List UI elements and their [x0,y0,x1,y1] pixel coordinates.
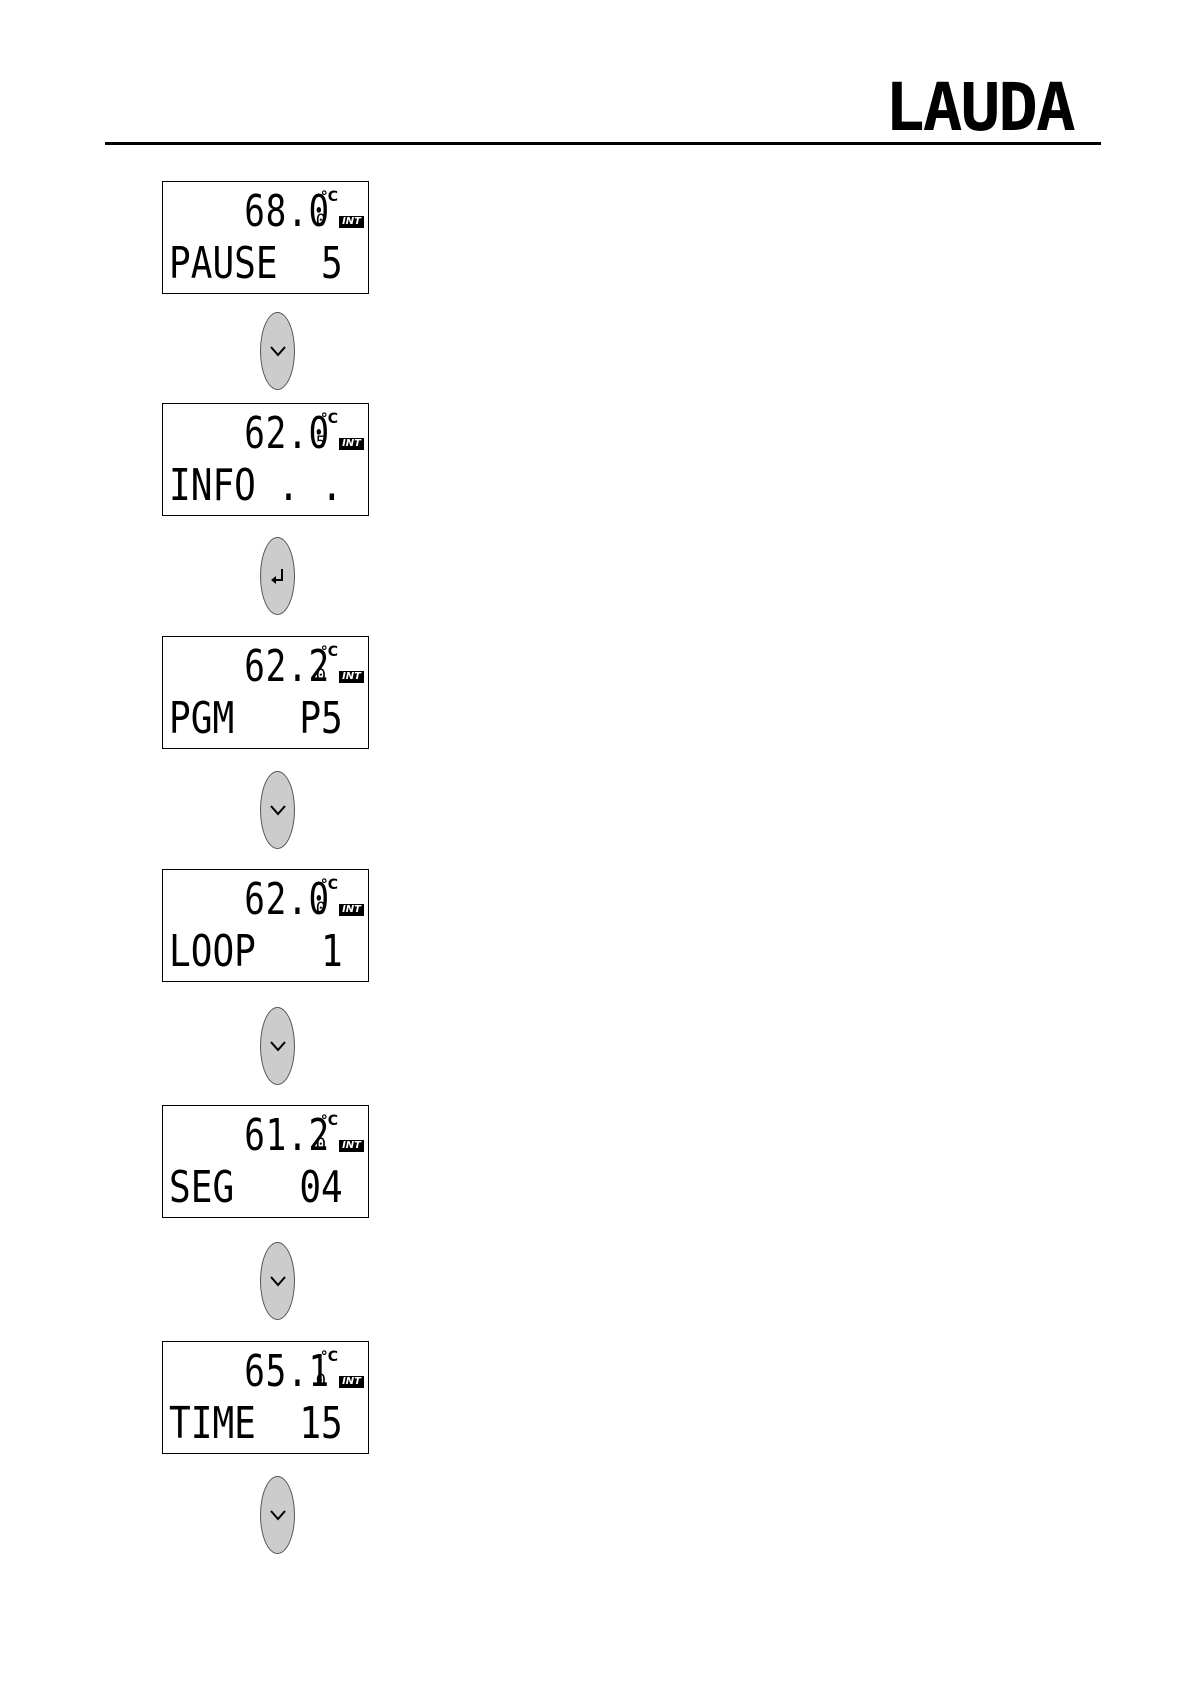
int-badge: INT [339,438,364,450]
chevron-down-icon [261,1243,296,1321]
display-panel-time: 65.1 0 °C INT TIME 15 [162,1341,369,1454]
down-key[interactable] [260,1242,295,1320]
display-text-line: SEG 04 [169,1164,327,1212]
display-panel-pgm: 62.2 0 °C INT PGM P5 [162,636,369,749]
header-rule [105,142,1101,145]
enter-key[interactable] [260,537,295,615]
down-key[interactable] [260,1476,295,1554]
enter-icon [261,538,296,616]
display-text-line: INFO . . [169,462,327,510]
display-text-line: PAUSE 5 [169,240,327,288]
display-panel-info: 62.0 5 °C INT INFO . . [162,403,369,516]
celsius-unit: °C [321,412,338,426]
celsius-unit: °C [321,878,338,892]
chevron-down-icon [261,1008,296,1086]
celsius-unit: °C [321,190,338,204]
chevron-down-icon [261,313,296,391]
display-panel-loop: 62.0 0 °C INT LOOP 1 [162,869,369,982]
down-key[interactable] [260,312,295,390]
display-small-digit: 0 [316,900,326,918]
display-small-digit: 0 [316,1372,326,1390]
display-panel-seg: 61.2 0 °C INT SEG 04 [162,1105,369,1218]
int-badge: INT [339,904,364,916]
display-small-digit: 0 [316,212,326,230]
int-badge: INT [339,1376,364,1388]
int-badge: INT [339,216,364,228]
celsius-unit: °C [321,1350,338,1364]
display-small-digit: 0 [316,667,326,685]
display-small-digit: 0 [316,1136,326,1154]
display-panel-pause: 68.0 0 °C INT PAUSE 5 [162,181,369,294]
chevron-down-icon [261,1477,296,1555]
display-small-digit: 5 [316,434,326,452]
display-text-line: PGM P5 [169,695,327,743]
int-badge: INT [339,1140,364,1152]
celsius-unit: °C [321,1114,338,1128]
chevron-down-icon [261,772,296,850]
display-text-line: TIME 15 [169,1400,327,1448]
down-key[interactable] [260,771,295,849]
down-key[interactable] [260,1007,295,1085]
display-text-line: LOOP 1 [169,928,327,976]
lauda-logo: LAUDA [885,80,1090,136]
int-badge: INT [339,671,364,683]
celsius-unit: °C [321,645,338,659]
